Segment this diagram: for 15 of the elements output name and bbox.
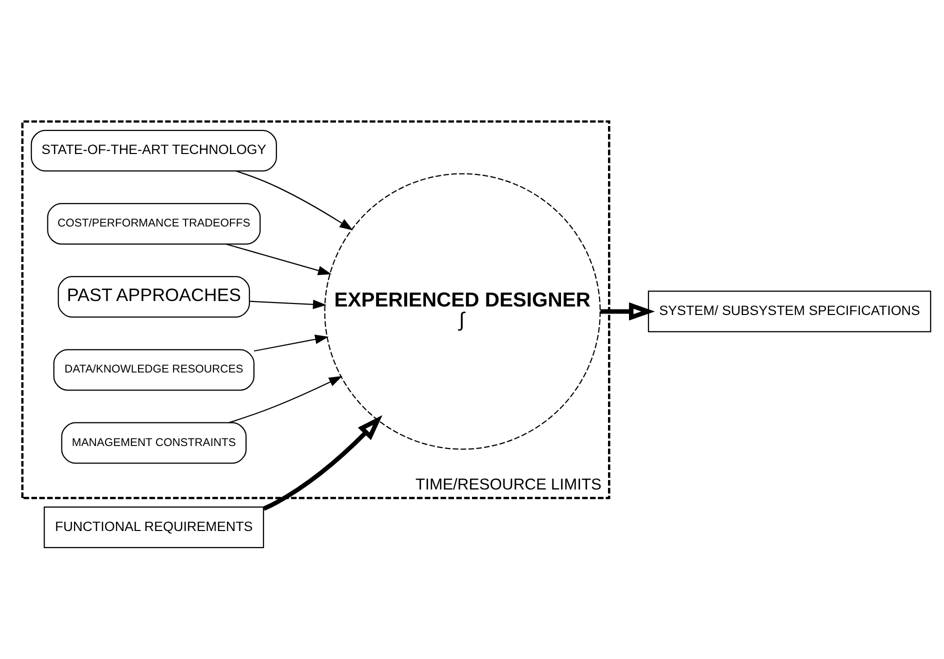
arrow: [262, 414, 382, 510]
node-box: COST/PERFORMANCE TRADEOFFS: [47, 202, 261, 244]
node-box: MANAGEMENT CONSTRAINTS: [61, 422, 247, 464]
node-box: PAST APPROACHES: [58, 276, 250, 318]
node-box: DATA/KNOWLEDGE RESOURCES: [53, 348, 254, 390]
node-box: STATE-OF-THE-ART TECHNOLOGY: [30, 129, 277, 171]
arrow: [236, 170, 354, 230]
arrow: [600, 302, 655, 320]
arrow: [250, 299, 326, 309]
node-box: SYSTEM/ SUBSYSTEM SPECIFICATIONS: [648, 290, 932, 332]
arrow: [254, 334, 329, 352]
arrow: [228, 376, 342, 423]
node-box: FUNCTIONAL REQUIREMENTS: [44, 506, 264, 548]
node-circle: EXPERIENCED DESIGNER ∫: [324, 172, 601, 450]
arrow: [226, 243, 332, 275]
